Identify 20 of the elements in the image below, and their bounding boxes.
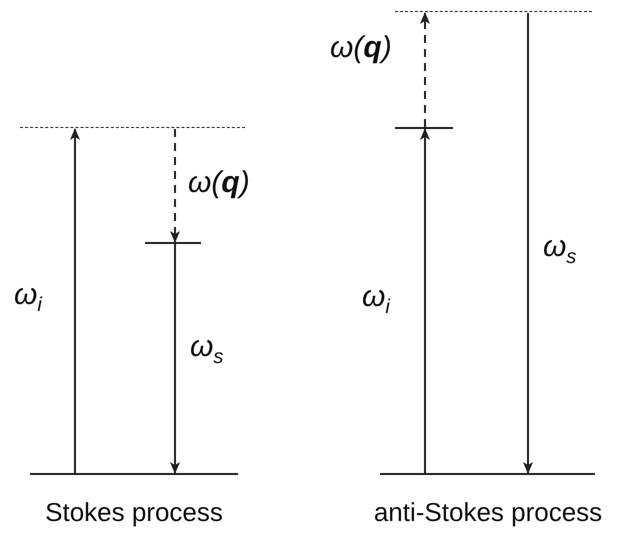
edge-label: ω(q) [330,33,392,63]
process-caption: anti-Stokes process [374,497,602,528]
edge-label: ω$_{s}$ [190,332,224,367]
arrow [170,244,180,474]
energy-level-line [395,127,453,129]
energy-level-line [145,242,201,244]
dashed-arrow [170,129,180,243]
edge-label: ω$_{i}$ [362,282,390,317]
edge-label: ω(q) [188,168,250,198]
edge-label: ω$_{s}$ [543,232,576,267]
edge-label: ω$_{i}$ [14,280,42,315]
arrow [420,128,430,473]
energy-level-line [380,473,595,475]
virtual-level-line [395,11,592,13]
dashed-arrow [420,12,430,127]
arrow [523,13,533,474]
virtual-level-line [20,127,245,129]
energy-level-line [30,473,238,475]
process-caption: Stokes process [45,497,223,528]
arrow [70,128,80,473]
